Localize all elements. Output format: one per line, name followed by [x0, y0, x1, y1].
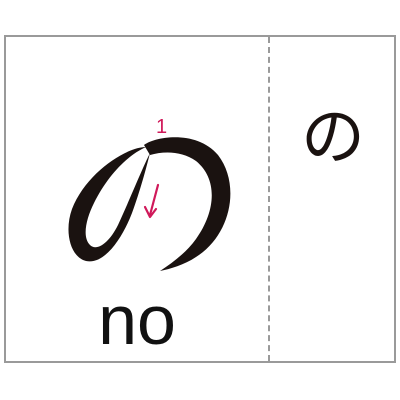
stroke-number: 1 — [156, 116, 168, 138]
kana-small-glyph: の — [301, 101, 365, 175]
romaji-label: no — [98, 281, 176, 359]
kana-card: 1 no の — [4, 35, 396, 363]
kana-loop-stroke — [68, 147, 150, 262]
kana-main-stroke — [144, 137, 231, 271]
stroke-order-arrow-icon — [143, 183, 160, 219]
kana-large-glyph — [68, 137, 231, 271]
kana-glyph-text: の — [301, 101, 365, 175]
card-divider — [268, 37, 270, 361]
